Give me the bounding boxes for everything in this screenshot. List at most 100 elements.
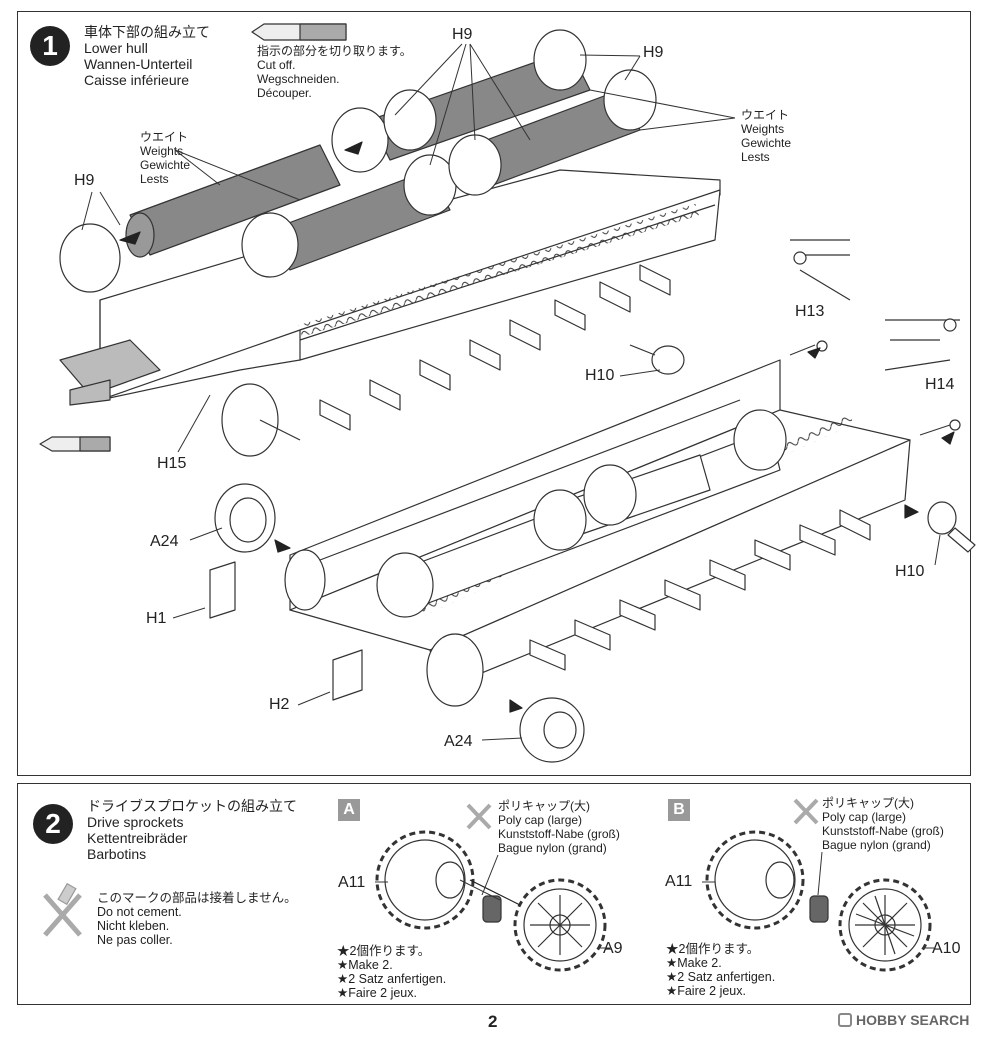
step2-number: 2	[33, 804, 73, 844]
step2-title: ドライブスプロケットの組み立て Drive sprockets Kettentr…	[87, 798, 297, 862]
make-a-fr: ★Faire 2 jeux.	[337, 986, 417, 1000]
step1-title: 車体下部の組み立て Lower hull Wannen-Unterteil Ca…	[84, 24, 210, 88]
sprocket-a11-a	[375, 830, 475, 930]
step2-title-en: Drive sprockets	[87, 814, 184, 830]
step2-title-fr: Barbotins	[87, 846, 147, 862]
polycap-b	[809, 895, 829, 923]
cutoff-en: Cut off.	[257, 58, 296, 72]
step2-title-de: Kettentreibräder	[87, 830, 188, 846]
no-cement-jp: このマークの部品は接着しません。	[97, 891, 297, 905]
no-cement-fr: Ne pas coller.	[97, 933, 173, 947]
weights-right-note: ウエイト Weights Gewichte Lests	[741, 108, 791, 164]
h10-part-top	[629, 344, 685, 375]
cutoff-jp: 指示の部分を切り取ります。	[257, 44, 412, 58]
variant-b-box: B	[668, 799, 690, 821]
sprocket-a10	[838, 878, 932, 972]
part-label-h15: H15	[157, 455, 187, 472]
no-cement-en: Do not cement.	[97, 905, 182, 919]
no-cement-icon	[43, 882, 82, 937]
make-b-jp: ★2個作ります。	[666, 942, 760, 956]
polycap-b-en: Poly cap (large)	[822, 810, 907, 824]
a24-wheel-left	[214, 483, 276, 553]
polycap-a-jp: ポリキャップ(大)	[498, 799, 590, 813]
cutoff-de: Wegschneiden.	[257, 72, 340, 86]
polycap-b-note: ポリキャップ(大) Poly cap (large) Kunststoff-Na…	[822, 796, 944, 852]
knife-icon	[251, 23, 347, 41]
part-label-a11-b: A11	[665, 873, 693, 890]
idler-hub-upper	[221, 383, 279, 457]
part-label-h14: H14	[925, 376, 955, 393]
part-label-a24-bottom: A24	[444, 733, 473, 750]
weight-caps-h9	[59, 29, 657, 293]
hobby-search-logo: HOBBY SEARCH	[856, 1012, 970, 1028]
polycap-a-fr: Bague nylon (grand)	[498, 841, 607, 855]
a24-wheel-bottom	[519, 697, 585, 763]
part-label-h10-top: H10	[585, 367, 615, 384]
page-number: 2	[488, 1012, 498, 1031]
axle-arms-lower	[529, 509, 871, 671]
lower-hull-assembled	[289, 359, 911, 691]
h10-part-right	[927, 501, 976, 553]
weights-left-fr: Lests	[140, 172, 169, 186]
weights-left-note: ウエイト Weights Gewichte Lests	[140, 130, 190, 186]
step1-title-de: Wannen-Unterteil	[84, 56, 193, 72]
part-label-h2: H2	[269, 696, 290, 713]
detail-inset-h14	[884, 318, 961, 436]
no-cement-de: Nicht kleben.	[97, 919, 170, 933]
part-label-h1: H1	[146, 610, 167, 627]
no-cement-icon-a	[466, 803, 492, 830]
part-label-a11-a: A11	[338, 874, 366, 891]
polycap-a-en: Poly cap (large)	[498, 813, 583, 827]
knife-icon-lower	[39, 436, 111, 452]
polycap-b-de: Kunststoff-Nabe (groß)	[822, 824, 944, 838]
h1-plate	[209, 561, 236, 619]
sprocket-a9	[513, 878, 607, 972]
polycap-b-jp: ポリキャップ(大)	[822, 796, 914, 810]
polycap-b-fr: Bague nylon (grand)	[822, 838, 931, 852]
make-a-de: ★2 Satz anfertigen.	[337, 972, 447, 986]
part-label-h9-right: H9	[643, 44, 664, 61]
weights-left-jp: ウエイト	[140, 130, 189, 144]
part-label-h9-top: H9	[452, 26, 473, 43]
part-label-a9: A9	[603, 940, 623, 957]
no-cement-icon-b	[793, 798, 819, 825]
polycap-a-note: ポリキャップ(大) Poly cap (large) Kunststoff-Na…	[498, 799, 620, 855]
sprue-h15	[59, 339, 161, 406]
make-a-en: ★Make 2.	[337, 958, 393, 972]
polycap-a-de: Kunststoff-Nabe (groß)	[498, 827, 620, 841]
make-b-de: ★2 Satz anfertigen.	[666, 970, 776, 984]
part-label-h9-left: H9	[74, 172, 95, 189]
make-a-jp: ★2個作ります。	[337, 944, 431, 958]
cutoff-fr: Découper.	[257, 86, 312, 100]
make-b-fr: ★Faire 2 jeux.	[666, 984, 746, 998]
polycap-a	[482, 895, 502, 923]
part-label-h10-right: H10	[895, 563, 925, 580]
part-label-h13: H13	[795, 303, 825, 320]
variant-a-box: A	[338, 799, 360, 821]
weights-right-de: Gewichte	[741, 136, 792, 150]
step1-title-fr: Caisse inférieure	[84, 72, 190, 88]
idler-hub-lower-left	[284, 549, 326, 611]
weights-left-en: Weights	[140, 144, 184, 158]
make-b-note: ★2個作ります。 ★Make 2. ★2 Satz anfertigen. ★F…	[666, 942, 775, 998]
weights-right-jp: ウエイト	[741, 108, 790, 122]
cutoff-note: 指示の部分を切り取ります。 Cut off. Wegschneiden. Déc…	[257, 44, 412, 100]
detail-inset-h13	[789, 239, 851, 356]
hobby-search-logo-icon	[838, 1013, 852, 1027]
make-b-en: ★Make 2.	[666, 956, 722, 970]
idler-hub-lower	[426, 633, 484, 707]
weights-left-de: Gewichte	[140, 158, 191, 172]
sprocket-a11-b	[705, 830, 805, 930]
axle-arms-upper	[319, 264, 671, 431]
h2-plate	[332, 649, 363, 701]
step1-title-en: Lower hull	[84, 40, 148, 56]
make-a-note: ★2個作ります。 ★Make 2. ★2 Satz anfertigen. ★F…	[337, 944, 446, 1000]
step2-title-jp: ドライブスプロケットの組み立て	[87, 798, 297, 814]
part-label-a24-left: A24	[150, 533, 179, 550]
step1-title-jp: 車体下部の組み立て	[84, 24, 210, 40]
weight-cylinder-left	[125, 144, 341, 258]
no-cement-note: このマークの部品は接着しません。 Do not cement. Nicht kl…	[97, 891, 297, 947]
part-label-a10: A10	[932, 940, 961, 957]
